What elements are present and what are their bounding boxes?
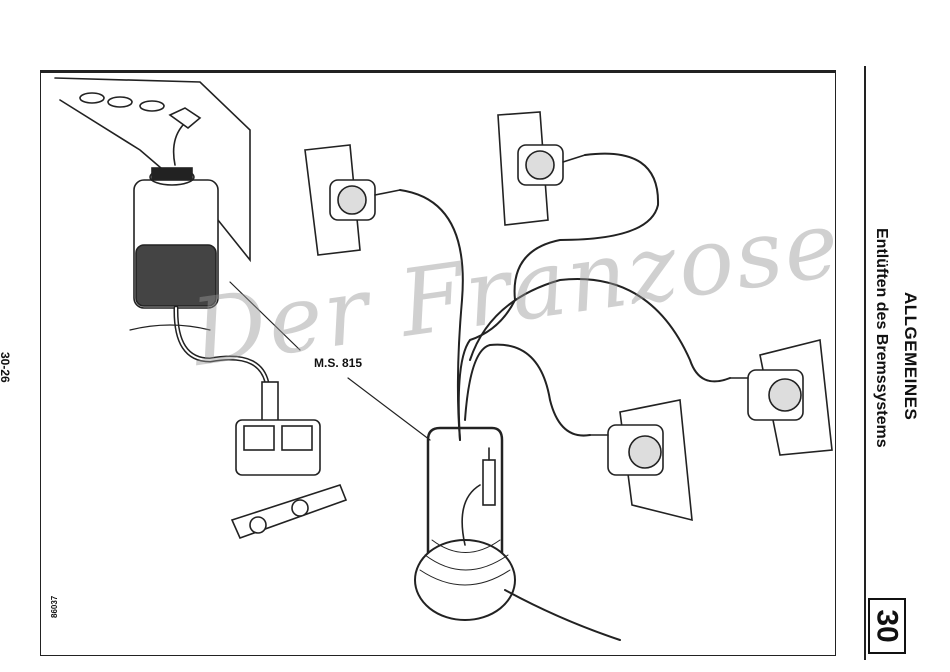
section-title: ALLGEMEINES [900,292,920,420]
master-cylinder [232,382,346,538]
bleeding-device [415,428,620,640]
caliper-rear-left [590,400,692,520]
chapter-tab: 30 [868,598,906,654]
section-subtitle: Entlüften des Bremssystems [872,228,890,448]
chapter-number: 30 [870,609,904,642]
caliper-rear-right [730,340,832,455]
caliper-front-right [498,112,585,225]
caliper-front-left [305,145,400,255]
figure-reference: 86037 [50,596,59,618]
callout-label: M.S. 815 [314,356,362,370]
page-number: 30-26 [0,352,12,383]
